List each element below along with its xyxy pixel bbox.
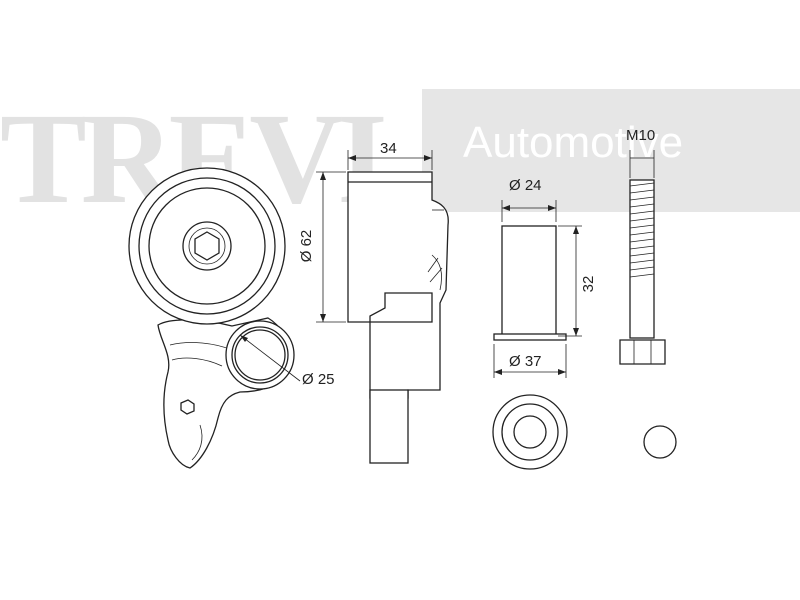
tensioner-side-view [316, 150, 449, 464]
sleeve-part [493, 200, 582, 378]
dim-diameter-24: Ø 24 [509, 177, 542, 194]
bolt-part [619, 150, 666, 365]
ball-part [643, 425, 677, 459]
watermark-band [422, 89, 800, 212]
watermark-suffix: Automotive [463, 118, 684, 167]
dim-width-34: 34 [380, 140, 397, 157]
dim-diameter-37: Ø 37 [509, 353, 542, 370]
washer-part [492, 394, 568, 470]
tensioner-pulley-front [128, 167, 301, 469]
dim-height-32: 32 [580, 275, 597, 293]
dim-bolt-m10: M10 [626, 127, 656, 144]
dim-diameter-62: Ø 62 [298, 229, 315, 263]
dim-diameter-25: Ø 25 [302, 371, 335, 388]
arrowhead [240, 335, 248, 342]
